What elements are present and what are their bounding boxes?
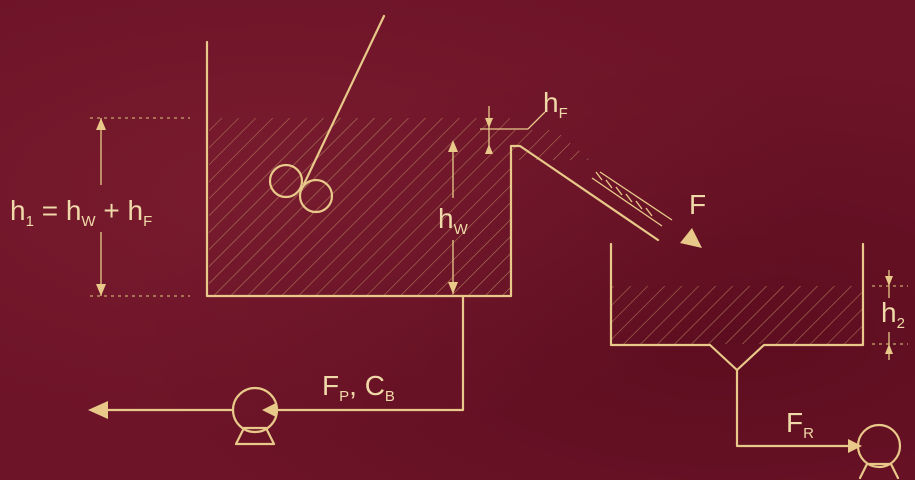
hf-dimension bbox=[480, 106, 546, 154]
recycle-line bbox=[735, 368, 862, 453]
hw-label: hW bbox=[438, 203, 469, 238]
tank-right-liquid bbox=[612, 286, 862, 344]
fr-label: FR bbox=[786, 407, 814, 442]
impeller-icon bbox=[268, 14, 386, 214]
h2-dimension bbox=[872, 270, 908, 360]
permeate-line bbox=[88, 294, 465, 419]
pump-icon bbox=[231, 386, 279, 446]
overflow-stream bbox=[591, 171, 673, 227]
weir-overflow-liquid bbox=[510, 130, 590, 160]
hw-dimension bbox=[448, 140, 458, 294]
fp-cb-label: FP, CB bbox=[322, 370, 395, 405]
hf-label: hF bbox=[543, 87, 568, 122]
flow-F-label: F bbox=[689, 189, 706, 220]
flow-F-arrowhead bbox=[680, 228, 702, 248]
tank-left-wall bbox=[205, 40, 660, 298]
h1-dimension bbox=[90, 117, 190, 297]
pump-icon bbox=[856, 423, 902, 480]
tank-left-liquid bbox=[209, 118, 510, 296]
h1-equation-label: h1 = hW + hF bbox=[10, 195, 152, 230]
h2-label: h2 bbox=[881, 297, 905, 332]
